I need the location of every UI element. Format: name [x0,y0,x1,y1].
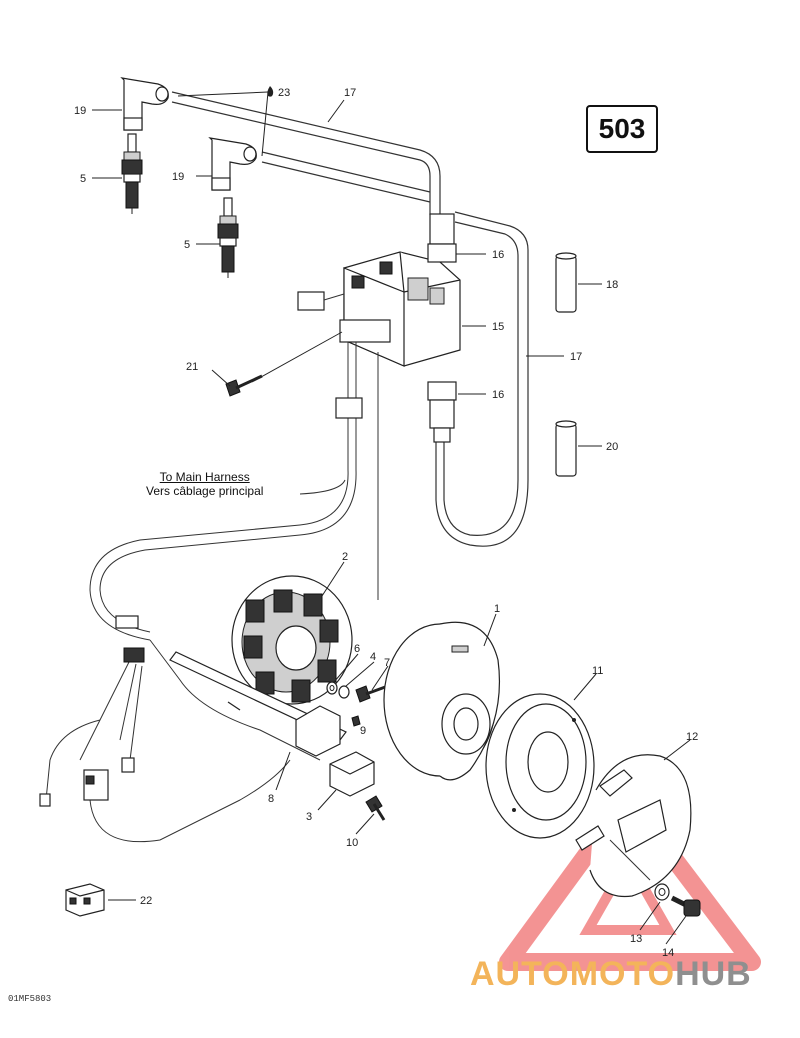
part-label: 6 [354,643,360,655]
screw-7 [355,684,389,703]
watermark-logo [499,789,761,971]
washer-6 [326,681,338,695]
rewind-cup [575,754,692,898]
coil-boot-upper [427,213,457,263]
flywheel [383,621,501,781]
grease-drop-icon [267,86,274,97]
watermark-text-a: AUTOMOTO [470,955,676,993]
part-label: 16 [492,389,504,401]
washer-4 [338,685,350,699]
part-label: 3 [306,811,312,823]
spark-plug-cap-1 [120,77,169,131]
part-label: 17 [344,87,356,99]
part-label: 20 [606,441,618,453]
spark-plug-cap-2 [208,137,257,191]
part-label: 5 [80,173,86,185]
part-label: 7 [384,657,390,669]
page-number-box: 503 [586,105,658,153]
part-label: 21 [186,361,198,373]
harness-note-english: To Main Harness [159,470,250,484]
part-label: 5 [184,239,190,251]
part-label: 22 [140,895,152,907]
stator [231,575,353,705]
trigger-coil-upper [295,705,341,757]
washer-13 [654,883,670,901]
watermark-text: AUTOMOTOHUB [470,954,752,994]
part-label: 13 [630,933,642,945]
tube-20 [555,420,577,477]
harness-note-french: Vers câblage principal [146,484,264,498]
screw-21 [225,374,263,397]
part-label: 11 [592,665,603,677]
part-label: 12 [686,731,698,743]
drawing-code: 01MF5803 [8,994,52,1004]
page-number: 503 [598,113,646,144]
part-label: 4 [370,651,376,663]
part-label: 16 [492,249,504,261]
part-label: 8 [268,793,274,805]
harness-note: To Main Harness Vers câblage principal [146,470,263,498]
part-number-labels: 19 5 19 5 23 17 16 15 16 18 17 20 21 2 1… [74,87,698,959]
leader-lines [92,91,691,945]
screw-10 [365,795,386,821]
part-label: 14 [662,947,674,959]
part-label: 23 [278,87,290,99]
part-label: 1 [494,603,500,615]
part-label: 17 [570,351,582,363]
part-label: 18 [606,279,618,291]
part-label: 19 [172,171,184,183]
spark-plug-2 [217,197,239,278]
coil-boot-lower [427,381,457,443]
screw-14 [670,895,701,917]
part-label: 10 [346,837,358,849]
part-label: 9 [360,725,366,737]
spark-plug-1 [121,133,143,214]
tube-18 [555,252,577,313]
watermark-text-b: HUB [675,955,752,993]
screw-9 [351,715,361,727]
wiring-harness [39,469,357,843]
high-tension-lead-upper [171,91,529,547]
trigger-coil [329,751,375,797]
starting-pulley [485,693,595,839]
part-label: 19 [74,105,86,117]
ignition-coil [297,251,461,600]
connector-housing [65,883,105,917]
part-label: 15 [492,321,504,333]
part-label: 2 [342,551,348,563]
